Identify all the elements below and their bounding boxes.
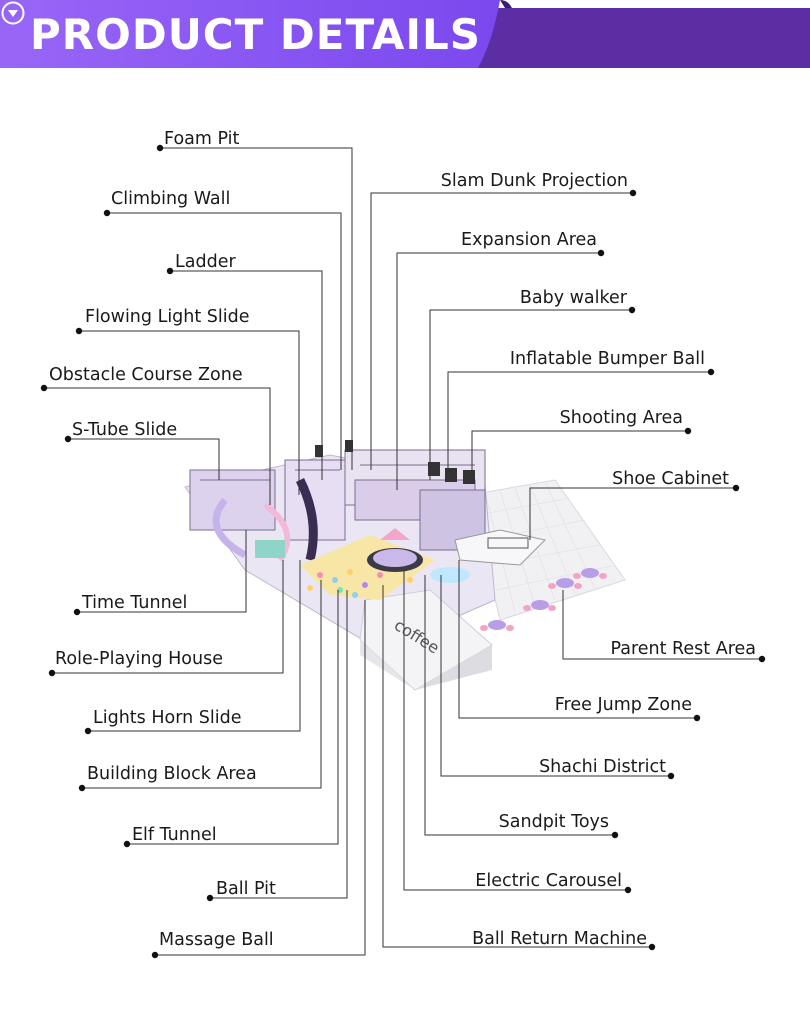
label-inflatable-bumper-ball: Inflatable Bumper Ball xyxy=(510,349,705,369)
label-massage-ball: Massage Ball xyxy=(159,930,274,950)
playground-illustration: coffee xyxy=(184,440,626,691)
circle-down-arrow-icon[interactable] xyxy=(0,0,26,26)
label-baby-walker: Baby walker xyxy=(520,288,628,308)
label-lights-horn-slide: Lights Horn Slide xyxy=(93,708,241,728)
label-s-tube-slide: S-Tube Slide xyxy=(72,420,177,440)
label-elf-tunnel: Elf Tunnel xyxy=(132,825,217,845)
label-slam-dunk-projection: Slam Dunk Projection xyxy=(441,171,628,191)
label-ball-pit: Ball Pit xyxy=(216,879,276,899)
label-time-tunnel: Time Tunnel xyxy=(81,593,187,613)
label-electric-carousel: Electric Carousel xyxy=(475,871,622,891)
label-role-playing-house: Role-Playing House xyxy=(55,649,223,669)
label-shoe-cabinet: Shoe Cabinet xyxy=(612,469,729,489)
left-leader-lines xyxy=(44,147,366,956)
label-ladder: Ladder xyxy=(175,252,236,272)
label-foam-pit: Foam Pit xyxy=(164,129,240,149)
page-title: PRODUCT DETAILS xyxy=(30,10,481,59)
label-shooting-area: Shooting Area xyxy=(560,408,683,428)
rest-area-tables xyxy=(480,568,607,631)
label-shachi-district: Shachi District xyxy=(539,757,666,777)
label-free-jump-zone: Free Jump Zone xyxy=(555,695,692,715)
label-building-block-area: Building Block Area xyxy=(87,764,257,784)
label-ball-return-machine: Ball Return Machine xyxy=(472,929,647,949)
label-sandpit-toys: Sandpit Toys xyxy=(499,812,609,832)
label-flowing-light-slide: Flowing Light Slide xyxy=(85,307,250,327)
label-expansion-area: Expansion Area xyxy=(461,230,597,250)
right-leader-lines xyxy=(370,192,762,948)
header-banner: PRODUCT DETAILS xyxy=(0,0,810,70)
banner-background xyxy=(0,0,810,68)
label-climbing-wall: Climbing Wall xyxy=(111,189,230,209)
label-parent-rest-area: Parent Rest Area xyxy=(610,639,756,659)
coffee-counter: coffee xyxy=(359,589,493,691)
leader-end-dots xyxy=(40,144,766,959)
label-obstacle-course-zone: Obstacle Course Zone xyxy=(49,365,243,385)
